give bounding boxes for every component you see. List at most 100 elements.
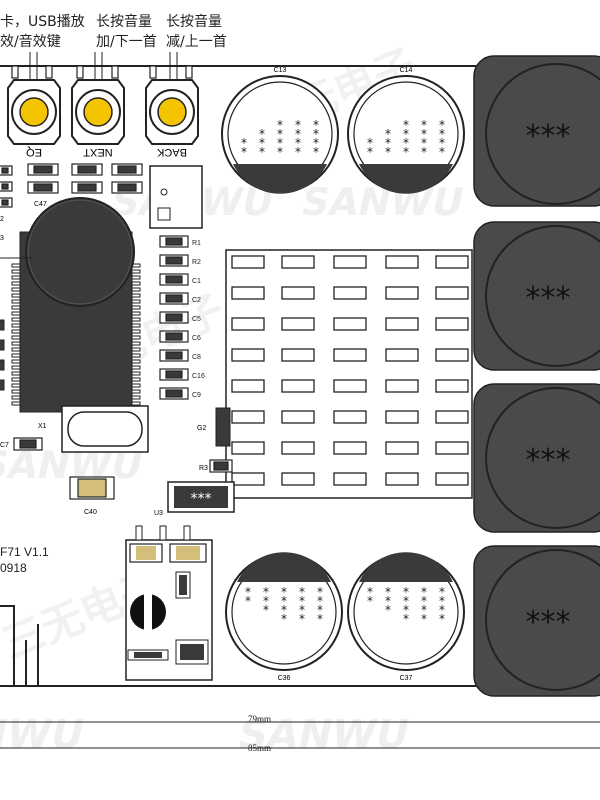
next-button[interactable]: NEXT	[71, 79, 125, 158]
heatsink-fin	[435, 410, 469, 424]
label-c7: C7	[0, 442, 9, 449]
inductor-3: ***	[473, 383, 600, 533]
polarity-star: *	[421, 118, 427, 132]
polarity-star: *	[385, 585, 391, 599]
electrolytic-c14: C14 *****************	[347, 67, 465, 194]
heatsink-fin	[435, 255, 469, 269]
heatsink-fin	[333, 255, 367, 269]
heatsink-fin	[281, 379, 315, 393]
polarity-star: *	[403, 603, 409, 617]
polarity-star: *	[439, 145, 445, 159]
heatsink-fin	[231, 255, 265, 269]
polarity-star: *	[439, 603, 445, 617]
passive-body	[165, 313, 183, 322]
polarity-star: *	[385, 603, 391, 617]
usb-label-line1: 卡，USB播放	[0, 14, 85, 30]
label-r2: R2	[192, 259, 201, 266]
polarity-star: *	[277, 118, 283, 132]
heatsink-fin	[385, 317, 419, 331]
label-g2: G2	[197, 425, 206, 432]
polarity-star: *	[259, 127, 265, 141]
heatsink-fin	[231, 317, 265, 331]
label-c36: C36	[278, 675, 291, 682]
polarity-star: *	[277, 136, 283, 150]
polarity-star: *	[403, 127, 409, 141]
heatsink-fin	[333, 317, 367, 331]
heatsink-fin	[435, 472, 469, 486]
c37-plus-marks: *****************	[367, 585, 445, 626]
inductor-3-marking: ***	[526, 443, 571, 478]
next-label-line1: 长按音量	[96, 14, 152, 30]
label-c40: C40	[84, 509, 97, 516]
polarity-star: *	[295, 118, 301, 132]
label-c2: C2	[192, 297, 201, 304]
polarity-star: *	[367, 145, 373, 159]
heatsink: G2	[197, 249, 473, 499]
polarity-star: *	[263, 585, 269, 599]
heatsink-fin	[281, 410, 315, 424]
heatsink-fin	[435, 286, 469, 300]
heatsink-fin	[231, 379, 265, 393]
inductor-2: ***	[473, 221, 600, 371]
polarity-star: *	[317, 585, 323, 599]
heatsink-fin	[281, 348, 315, 362]
polarity-star: *	[295, 127, 301, 141]
polarity-star: *	[385, 136, 391, 150]
heatsink-fin	[281, 317, 315, 331]
polarity-star: *	[439, 136, 445, 150]
passive-body	[165, 351, 183, 360]
polarity-star: *	[263, 594, 269, 608]
label-x1: X1	[38, 423, 47, 430]
usb-label-line2: 效/音效键	[0, 34, 61, 50]
back-button[interactable]: BACK	[145, 79, 199, 158]
polarity-star: *	[403, 585, 409, 599]
polarity-star: *	[421, 612, 427, 626]
inductor-1: ***	[473, 55, 600, 207]
polarity-star: *	[439, 594, 445, 608]
back-button-label: BACK	[156, 146, 187, 158]
polarity-star: *	[245, 594, 251, 608]
heatsink-fin	[281, 255, 315, 269]
polarity-star: *	[295, 145, 301, 159]
polarity-star: *	[259, 145, 265, 159]
inductor-1-marking: ***	[526, 119, 571, 154]
polarity-star: *	[317, 603, 323, 617]
heatsink-fin	[231, 441, 265, 455]
polarity-star: *	[281, 612, 287, 626]
heatsink-fin	[435, 379, 469, 393]
board-date: 0918	[0, 561, 27, 575]
polarity-star: *	[299, 585, 305, 599]
cap-c40: C40	[69, 476, 115, 516]
back-label-line1: 长按音量	[166, 14, 222, 30]
heatsink-fin	[333, 410, 367, 424]
eq-button[interactable]: EQ	[7, 79, 61, 158]
power-module	[125, 525, 213, 681]
passive-body	[165, 237, 183, 246]
label-c16: C16	[192, 373, 205, 380]
polarity-star: *	[259, 136, 265, 150]
c13-plus-marks: *****************	[241, 118, 319, 159]
polarity-star: *	[439, 118, 445, 132]
heatsink-fin	[231, 472, 265, 486]
label-r1: R1	[192, 240, 201, 247]
passive-body	[165, 256, 183, 265]
heatsink-fin	[333, 441, 367, 455]
heatsink-fin	[333, 286, 367, 300]
polarity-star: *	[385, 127, 391, 141]
label-u3: U3	[154, 510, 163, 517]
heatsink-fin	[385, 410, 419, 424]
electrolytic-c13: C13 *****************	[221, 67, 339, 194]
label-c1: C1	[192, 278, 201, 285]
polarity-star: *	[281, 603, 287, 617]
polarity-star: *	[403, 594, 409, 608]
ir-sensor	[149, 165, 203, 229]
next-button-label: NEXT	[83, 146, 113, 158]
next-label-line2: 加/下一首	[96, 34, 157, 50]
passive-body	[165, 294, 183, 303]
annotation-leaders	[29, 52, 178, 80]
label-c8: C8	[192, 354, 201, 361]
smd-left-column	[0, 319, 5, 391]
heatsink-fin	[385, 441, 419, 455]
label-c14: C14	[400, 67, 413, 74]
